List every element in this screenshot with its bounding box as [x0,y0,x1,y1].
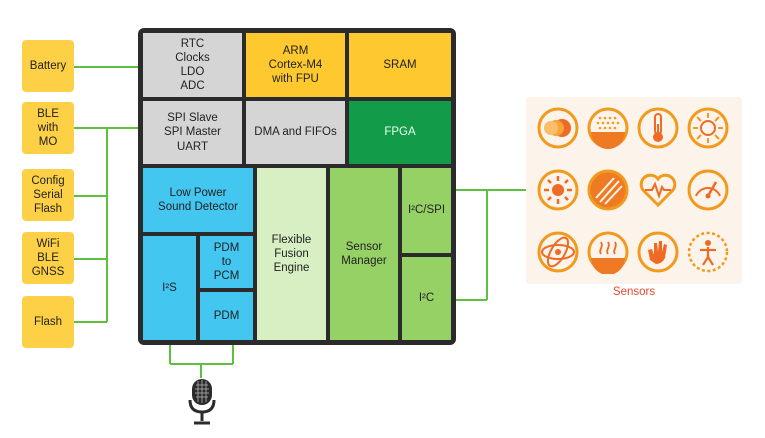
pdm-block: PDM [200,292,253,340]
arm-cortex-block: ARM Cortex-M4 with FPU [246,33,345,97]
wifi-ble-gnss-box: WiFi BLE GNSS [22,232,74,284]
sensor-manager-block: Sensor Manager [330,168,398,340]
thermometer-icon [637,107,679,149]
gyroscope-icon [537,231,579,273]
i2c-block: I²C [402,257,451,340]
microphone-icon [188,379,216,425]
light-icon [687,107,729,149]
fpga-block: FPGA [349,101,451,164]
i2c-spi-block: I²C/SPI [402,168,451,253]
humidity-icon [587,231,629,274]
battery-box: Battery [22,40,74,92]
sun-icon [537,169,579,211]
config-serial-flash-box: Config Serial Flash [22,169,74,221]
uv-icon [587,169,629,211]
sensors-title: Sensors [612,286,656,298]
motion-icon [537,107,579,149]
pressure-icon [587,107,629,149]
gauge-icon [687,169,729,211]
flash-box: Flash [22,296,74,348]
proximity-icon [687,231,729,273]
sram-block: SRAM [349,33,451,97]
spi-uart-block: SPI Slave SPI Master UART [143,101,242,164]
heart-rate-icon [639,173,677,208]
ble-with-mo-box: BLE with MO [22,102,74,154]
sound-detector-block: Low Power Sound Detector [143,168,253,232]
gesture-icon [637,231,679,273]
rtc-block: RTC Clocks LDO ADC [143,33,242,97]
dma-fifo-block: DMA and FIFOs [246,101,345,164]
i2s-block: I²S [143,236,196,340]
fusion-engine-block: Flexible Fusion Engine [257,168,326,340]
pdm-to-pcm-block: PDM to PCM [200,236,253,288]
